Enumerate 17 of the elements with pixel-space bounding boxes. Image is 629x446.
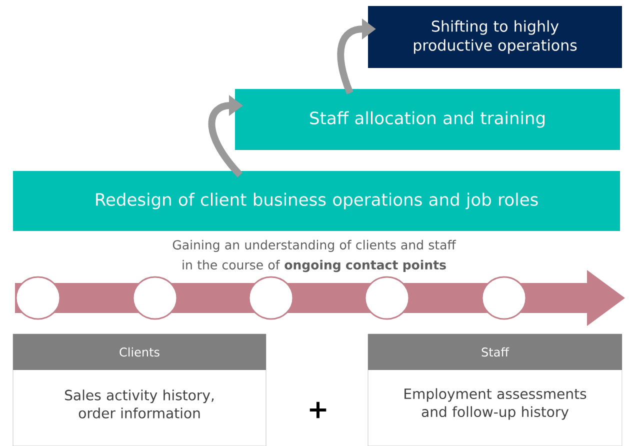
panel-heading: Staff — [482, 347, 510, 357]
contact-point-circle — [364, 276, 410, 320]
info-panel — [368, 334, 622, 446]
stage-box: Staff allocation and training — [235, 89, 620, 150]
panel-text: Sales activity history, order information — [65, 390, 214, 418]
contact-point-circle — [481, 276, 527, 320]
caption-text: Gaining an understanding of clients and staff in the course of ongoing contact points — [172, 240, 456, 272]
stage-box: Redesign of client business operations and job roles — [13, 171, 620, 231]
contact-point-circle — [15, 276, 61, 320]
panel-text: Employment assessments and follow-up history — [404, 388, 586, 420]
curved-arrow — [208, 95, 243, 178]
stage-box: Shifting to highly productive operations — [368, 6, 622, 68]
contact-point-circle — [248, 276, 294, 320]
contact-point-circle — [132, 276, 178, 320]
panel-heading: Clients — [120, 347, 160, 357]
info-panel — [12, 334, 266, 446]
plus-sign: + — [310, 402, 326, 418]
